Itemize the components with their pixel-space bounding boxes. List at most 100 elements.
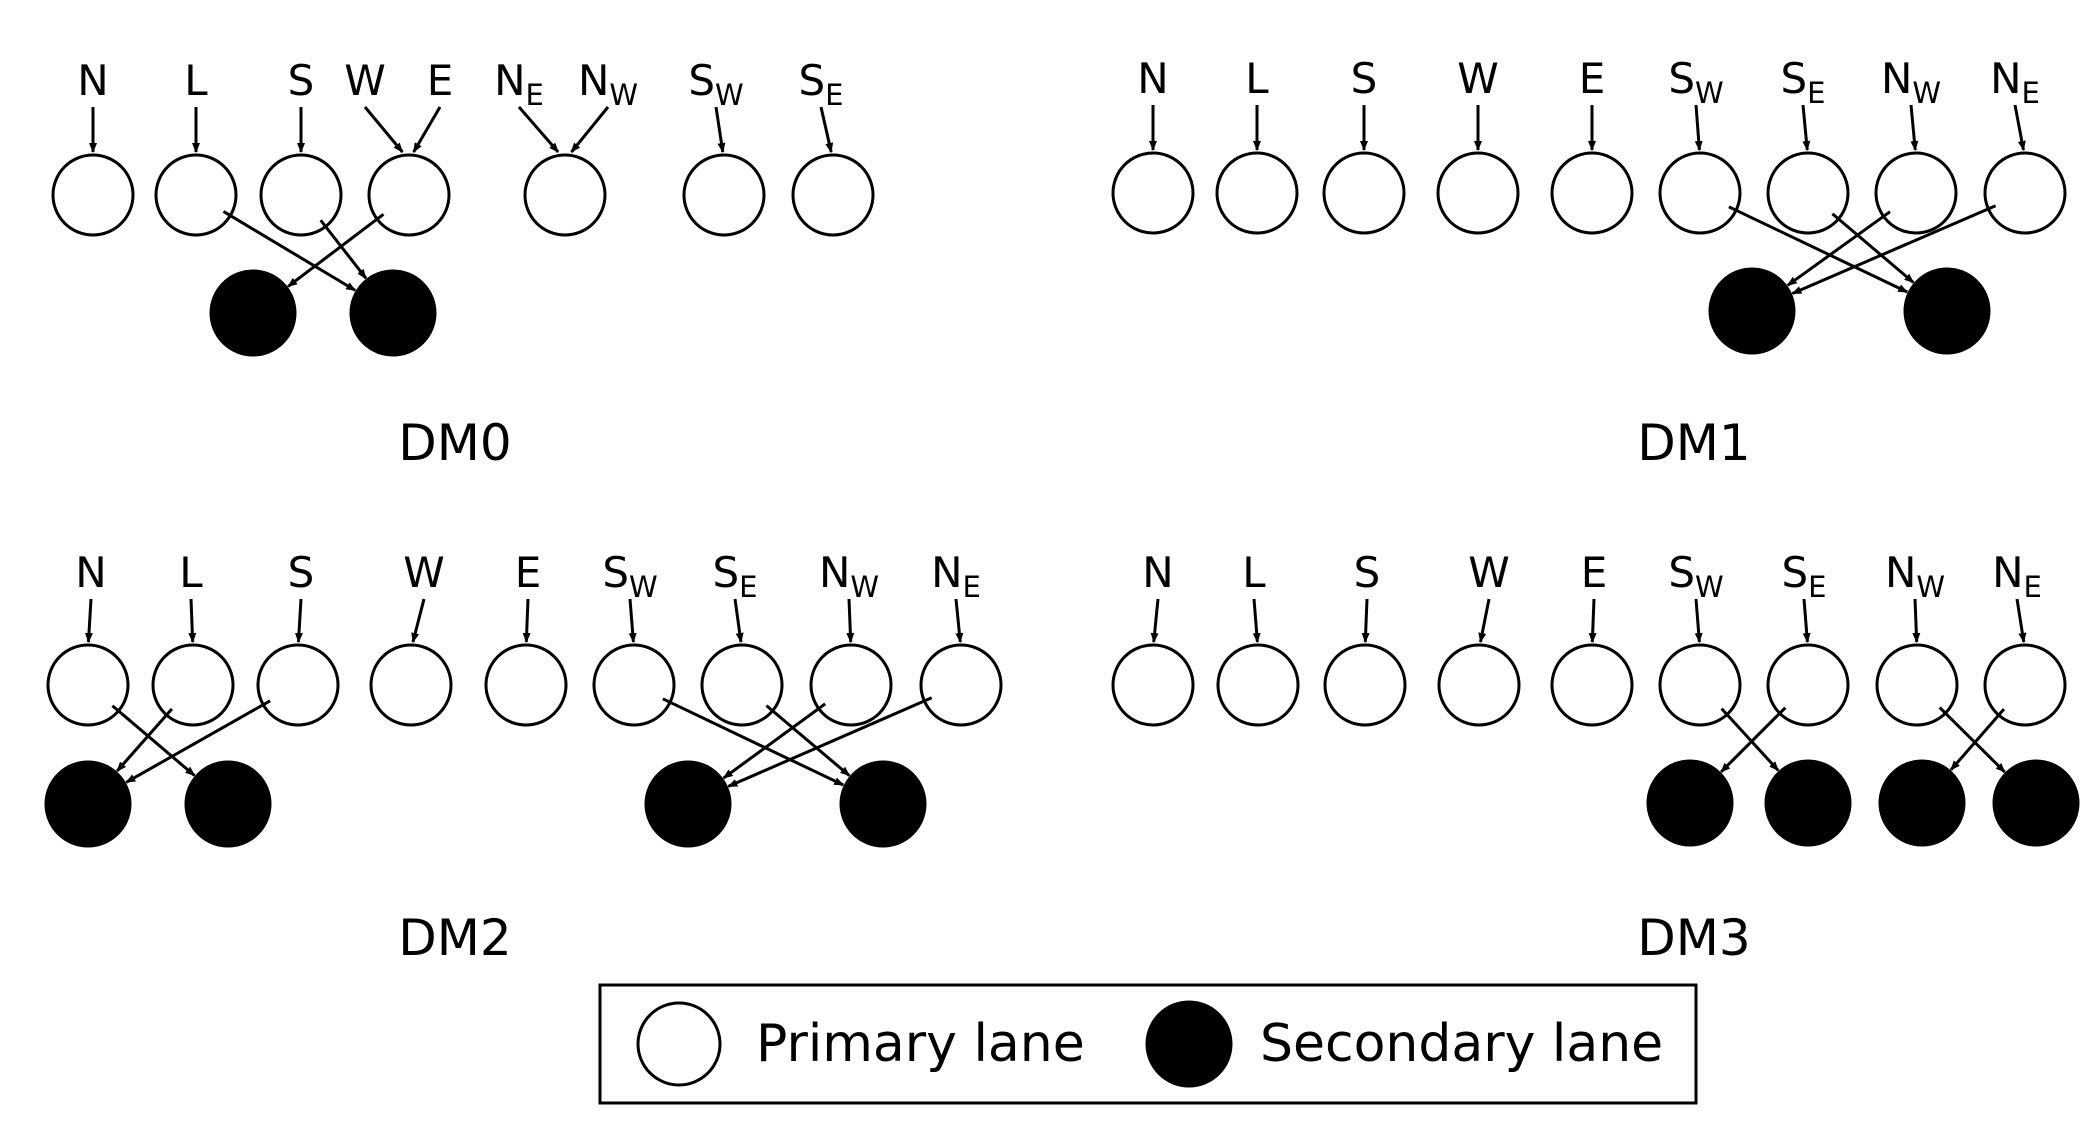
- dm3-input-arrow-n-0: [1150, 598, 1160, 643]
- dm2-input-arrow-l-0: [188, 598, 197, 643]
- dm0-input-arrow-n-ew-0: [517, 106, 560, 153]
- dm3-s-w-lane-label-0: SW: [1668, 548, 1723, 604]
- dm2-l-lane-label-0: L: [179, 548, 203, 597]
- dm1-primary-lane-n-e: [1983, 151, 2067, 235]
- dm3-connection-1: [1720, 706, 1787, 773]
- dm3-connection-3: [1949, 708, 2006, 771]
- dm3-input-arrow-n-w-0: [1912, 598, 1921, 643]
- dm3-secondary-lane-s3: [1878, 759, 1966, 847]
- dm3-secondary-lane-s1: [1646, 759, 1734, 847]
- dm2-input-arrow-n-e-0: [954, 598, 964, 643]
- dm2-primary-lane-s: [256, 643, 340, 727]
- dm0-s-w-lane-label-0: SW: [688, 56, 743, 112]
- dm2-connection-4: [765, 704, 851, 777]
- dm1-primary-lane-l: [1215, 151, 1299, 235]
- dm0-connection-2: [287, 213, 385, 288]
- dm1-primary-lane-n-w: [1874, 151, 1958, 235]
- dm2-connection-2: [125, 699, 271, 784]
- dm3-secondary-lane-s4: [1992, 759, 2080, 847]
- dm2-connection-3: [662, 697, 845, 787]
- legend-secondary-label: Secondary lane: [1260, 1014, 1663, 1074]
- dm2-connection-5: [722, 702, 827, 780]
- dm2-connection-0: [111, 704, 196, 777]
- dm2-primary-lane-w: [369, 643, 453, 727]
- dm3-connection-2: [1938, 706, 2006, 774]
- dm2-w-lane-label-0: W: [403, 548, 445, 597]
- dm2-primary-lane-e: [484, 643, 568, 727]
- dm0-n-ew-lane-label-1: NW: [578, 56, 638, 112]
- dm3-primary-lane-n: [1111, 643, 1195, 727]
- dm2-input-arrow-n-w-0: [846, 598, 855, 643]
- dm3-l-lane-label-0: L: [1242, 548, 1266, 597]
- dm2-input-arrow-e-0: [522, 598, 531, 643]
- dm2-primary-lane-l: [151, 643, 235, 727]
- dm0-input-arrow-s-w-0: [714, 106, 726, 153]
- dm3-e-lane-label-0: E: [1581, 548, 1608, 597]
- dm1-s-e-lane-label-0: SE: [1781, 54, 1826, 110]
- dm1-connection-2: [1786, 210, 1891, 287]
- dm0-primary-lane-s: [259, 153, 343, 237]
- dm2-primary-lane-n-e: [919, 643, 1003, 727]
- panel-title-dm0: DM0: [398, 414, 511, 472]
- dm3-primary-lane-s: [1323, 643, 1407, 727]
- dm0-input-arrow-we-0: [363, 106, 404, 153]
- dm3-primary-lane-s-w: [1658, 643, 1742, 727]
- panel-title-dm3: DM3: [1637, 909, 1750, 967]
- dm1-primary-lane-w: [1436, 151, 1520, 235]
- dm3-input-arrow-s-0: [1361, 598, 1370, 643]
- dm1-n-w-lane-label-0: NW: [1881, 54, 1941, 110]
- dm0-input-arrow-n-ew-1: [570, 106, 610, 153]
- panel-title-dm1: DM1: [1637, 414, 1750, 472]
- dm0-connection-0: [222, 210, 357, 292]
- dm3-input-arrow-l-0: [1252, 598, 1261, 643]
- dm1-connection-3: [1791, 204, 1997, 295]
- dm2-primary-lane-s-w: [592, 643, 676, 727]
- dm0-we-lane-label-0: W: [344, 56, 386, 105]
- dm2-primary-lane-n-w: [809, 643, 893, 727]
- dm3-s-e-lane-label-0: SE: [1782, 548, 1827, 604]
- dm2-secondary-lane-s3: [644, 760, 732, 848]
- legend-secondary-swatch: [1145, 1000, 1233, 1088]
- dm3-input-arrow-w-0: [1478, 598, 1491, 643]
- dm1-s-lane-label-0: S: [1351, 54, 1378, 103]
- dm1-l-lane-label-0: L: [1245, 54, 1269, 103]
- dm1-primary-lane-s-e: [1766, 151, 1850, 235]
- dm1-primary-lane-n: [1111, 151, 1195, 235]
- dm2-s-w-lane-label-0: SW: [602, 548, 657, 604]
- dm0-input-arrow-we-1: [412, 106, 442, 153]
- dm0-input-arrow-s-e-0: [819, 106, 834, 153]
- dm1-secondary-lane-s2: [1903, 267, 1991, 355]
- dm2-n-e-lane-label-0: NE: [931, 548, 981, 604]
- dm1-s-w-lane-label-0: SW: [1668, 54, 1723, 110]
- dm2-secondary-lane-s2: [184, 760, 272, 848]
- dm0-primary-lane-we: [367, 153, 451, 237]
- dm3-secondary-lane-s2: [1764, 759, 1852, 847]
- dm3-w-lane-label-0: W: [1468, 548, 1510, 597]
- dm3-n-w-lane-label-0: NW: [1885, 548, 1945, 604]
- dm0-primary-lane-n: [51, 153, 135, 237]
- dm2-secondary-lane-s4: [839, 760, 927, 848]
- dm0-primary-lane-l: [154, 153, 238, 237]
- dm3-input-arrow-s-w-0: [1694, 598, 1703, 643]
- dm2-connection-6: [727, 696, 933, 788]
- dm1-input-arrow-n-w-0: [1909, 104, 1919, 151]
- dm0-primary-lane-s-e: [791, 153, 875, 237]
- dm3-primary-lane-l: [1216, 643, 1300, 727]
- dm3-input-arrow-e-0: [1588, 598, 1597, 643]
- dm2-input-arrow-s-e-0: [733, 598, 744, 643]
- dm1-e-lane-label-0: E: [1579, 54, 1606, 103]
- dm3-primary-lane-n-w: [1875, 643, 1959, 727]
- legend-primary-swatch: [636, 1001, 722, 1087]
- dm2-primary-lane-s-e: [700, 643, 784, 727]
- dm2-input-arrow-s-0: [294, 598, 303, 643]
- dm1-connection-1: [1831, 212, 1915, 284]
- dm1-w-lane-label-0: W: [1457, 54, 1499, 103]
- dm2-input-arrow-w-0: [411, 598, 426, 643]
- dm2-n-lane-label-0: N: [75, 548, 106, 597]
- dm0-we-lane-label-1: E: [427, 56, 454, 105]
- legend: Primary lane Secondary lane: [598, 983, 1698, 1105]
